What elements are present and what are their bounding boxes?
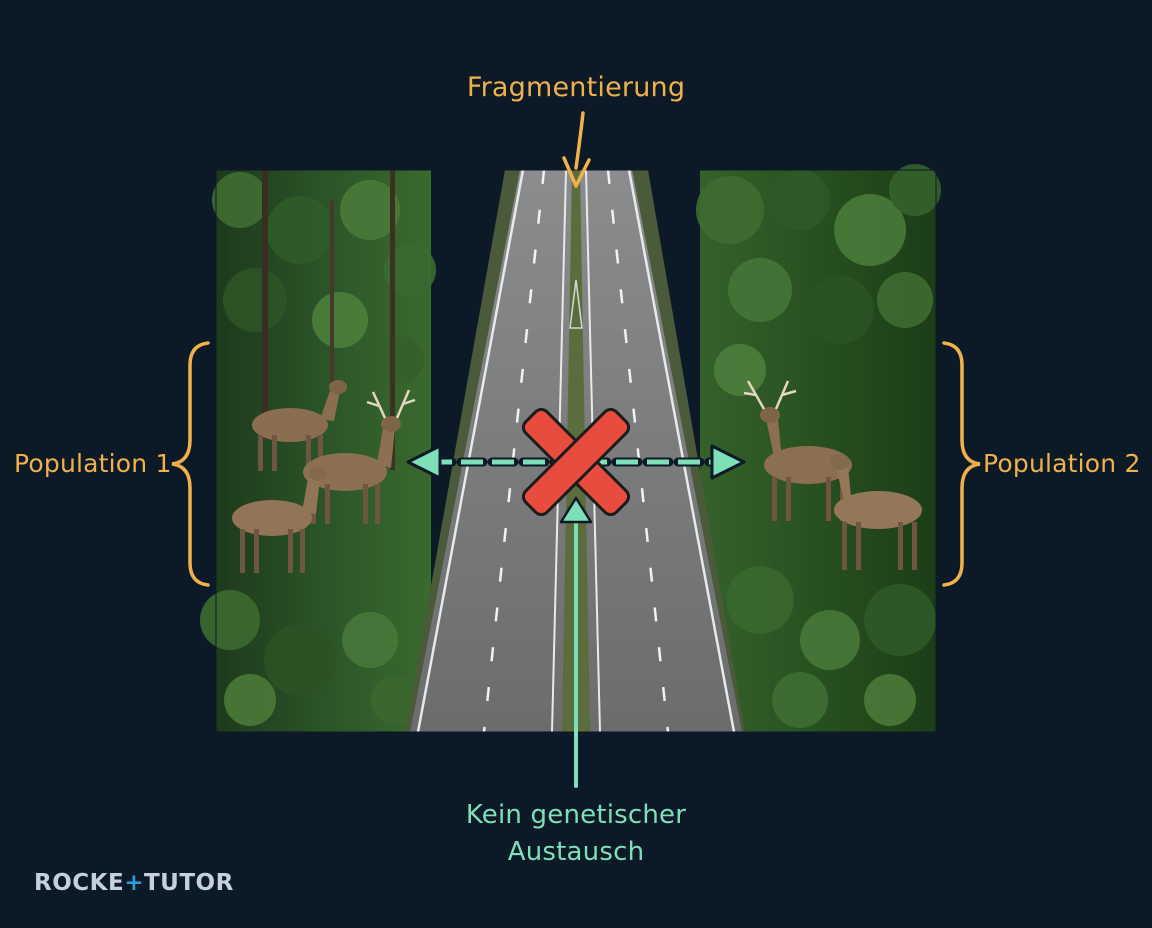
pylon [569, 279, 583, 329]
deer-group-left [232, 380, 416, 573]
deer-icon [252, 380, 347, 471]
left-foliage [200, 170, 436, 726]
fragmentation-arrow [562, 111, 591, 188]
deer-icon [232, 467, 327, 573]
no-exchange-line-2: Austausch [507, 837, 645, 867]
rocket-tutor-logo: ROCKE+TUTOR [34, 870, 234, 896]
population-1-label: Population 1 [14, 449, 172, 478]
no-exchange-line-1: Kein genetischer [465, 800, 687, 830]
logo-text-part1: ROCKE [34, 870, 125, 896]
logo-text-part2: TUTOR [143, 870, 234, 896]
fragmentation-label: Fragmentierung [466, 72, 686, 103]
right-foliage [696, 164, 941, 728]
x-mark-icon [521, 407, 631, 517]
population-2-label: Population 2 [983, 449, 1141, 478]
brace-left [171, 341, 210, 587]
deer-group-right [743, 380, 922, 570]
no-exchange-arrow [559, 496, 593, 788]
no-exchange-label: Kein genetischer Austausch [376, 797, 776, 871]
logo-plus: + [124, 870, 144, 896]
brace-right [942, 341, 981, 587]
deer-icon [830, 454, 922, 570]
